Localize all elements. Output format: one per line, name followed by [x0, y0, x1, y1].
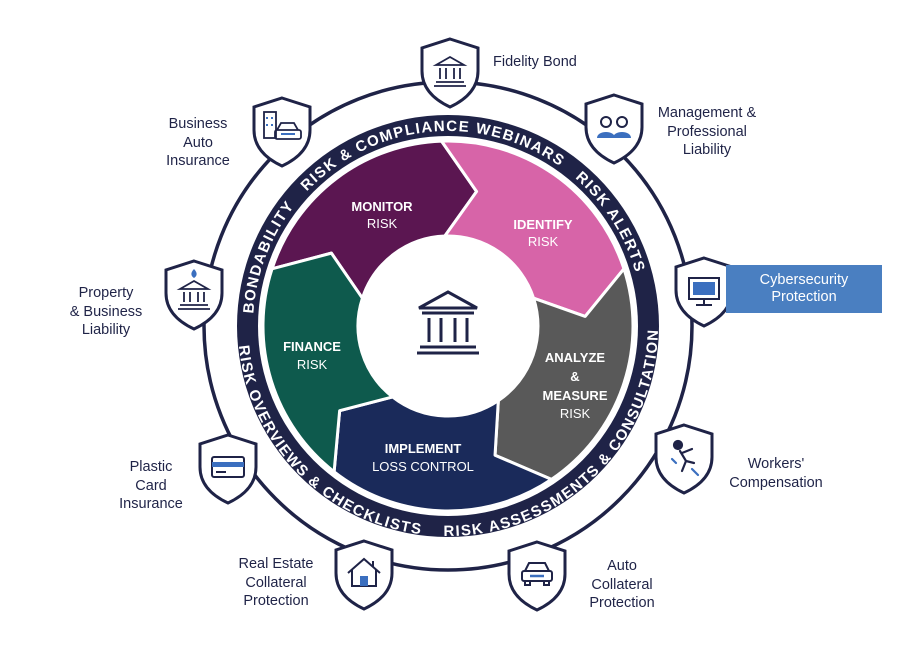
falling-person-icon [670, 439, 700, 477]
finance-segment[interactable] [261, 251, 395, 474]
label-auto-collateral: Auto Collateral Protection [589, 558, 655, 611]
building-car-icon [263, 111, 302, 140]
implement-title: IMPLEMENT [385, 441, 462, 456]
label-cybersecurity-highlight[interactable]: Cybersecurity Protection [726, 265, 882, 313]
auto-collateral-shield[interactable] [507, 540, 567, 612]
real-estate-shield[interactable] [334, 539, 394, 611]
risk-cycle [261, 139, 635, 513]
analyze-segment[interactable] [493, 267, 635, 481]
plastic-card-shield[interactable] [198, 433, 258, 505]
workers-comp-shield[interactable] [654, 423, 714, 495]
cybersecurity-shield[interactable] [674, 256, 734, 328]
label-business-auto: Business Auto Insurance [166, 116, 230, 169]
finance-sub: RISK [297, 357, 328, 372]
analyze-title-3: MEASURE [542, 388, 607, 403]
label-real-estate: Real Estate Collateral Protection [238, 556, 314, 609]
label-management-liability: Management & Professional Liability [657, 105, 757, 158]
center-circle [360, 238, 536, 414]
implement-sub: LOSS CONTROL [372, 459, 474, 474]
house-icon [347, 557, 381, 587]
analyze-title-2: & [570, 369, 579, 384]
label-property-liability: Property & Business Liability [69, 285, 143, 338]
identify-sub: RISK [528, 234, 559, 249]
monitor-icon [688, 277, 720, 306]
car-icon [521, 562, 553, 586]
business-auto-shield[interactable] [252, 96, 312, 168]
property-liability-shield[interactable] [164, 259, 224, 331]
credit-card-icon [211, 456, 245, 478]
monitor-title: MONITOR [351, 199, 413, 214]
fidelity-bond-shield[interactable] [420, 37, 480, 109]
analyze-sub: RISK [560, 406, 591, 421]
analyze-title-1: ANALYZE [545, 350, 606, 365]
center-bank-icon [417, 290, 479, 355]
finance-title: FINANCE [283, 339, 341, 354]
bank-icon [432, 55, 468, 87]
label-workers-comp: Workers' Compensation [729, 456, 823, 491]
label-fidelity-bond: Fidelity Bond [493, 54, 577, 70]
identify-title: IDENTIFY [513, 217, 573, 232]
burning-bank-icon [176, 269, 212, 310]
monitor-sub: RISK [367, 216, 398, 231]
people-icon [597, 116, 631, 138]
label-plastic-card: Plastic Card Insurance [119, 459, 183, 512]
identify-segment[interactable] [440, 139, 626, 318]
management-liability-shield[interactable] [584, 93, 644, 165]
monitor-segment[interactable] [270, 139, 479, 300]
implement-segment[interactable] [332, 395, 553, 513]
